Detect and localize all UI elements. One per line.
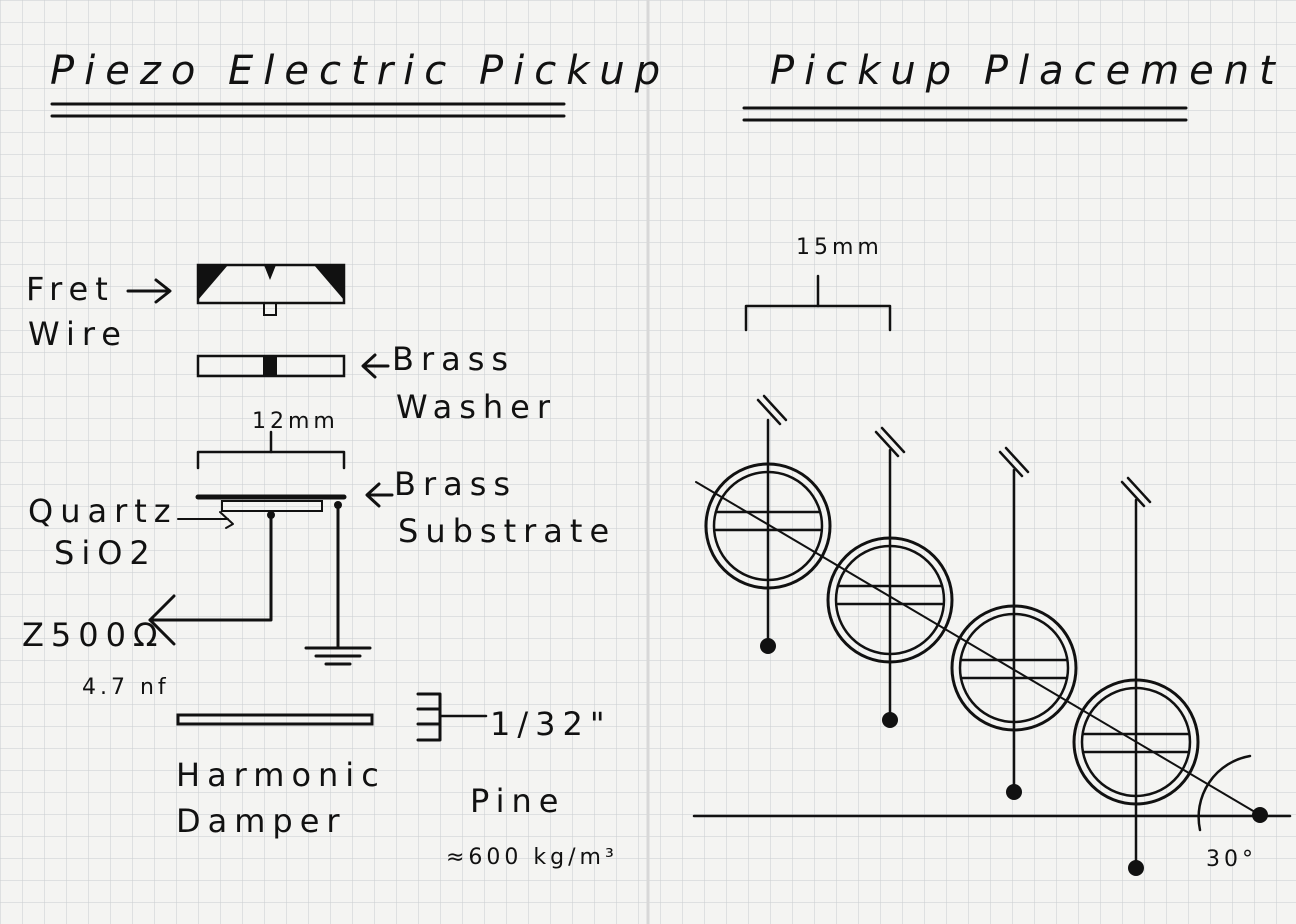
brass-substrate-shape [195, 494, 347, 512]
washer-label: Washer [396, 388, 557, 426]
impedance-label: Z500Ω [22, 616, 164, 654]
fret-label: Fret [26, 270, 115, 308]
quartz-label: Quartz [28, 492, 178, 530]
ground-symbol [304, 646, 372, 666]
brass-label-2: Brass [394, 465, 517, 503]
pine-density-label: ≈600 kg/m³ [446, 845, 618, 870]
pine-thickness-symbol [416, 692, 488, 742]
wire-label: Wire [28, 315, 128, 353]
dimension-15mm: 15mm [796, 235, 883, 260]
brass-label-1: Brass [392, 340, 515, 378]
angle-arc [1197, 754, 1252, 832]
quartz-leader-arrow [219, 511, 234, 529]
dimension-15mm-bracket [744, 274, 892, 332]
sio2-label: SiO2 [54, 534, 157, 572]
string-3 [998, 446, 1030, 800]
dimension-12mm: 12mm [252, 409, 339, 434]
string-1 [756, 394, 788, 654]
left-page-title: Piezo Electric Pickup [50, 48, 670, 94]
string-4 [1120, 476, 1152, 876]
damper-label: Damper [176, 802, 347, 840]
pickup-1 [704, 462, 832, 590]
capacitance-label: 4.7 nf [82, 675, 170, 700]
fret-wire-shape [196, 263, 346, 316]
pine-label: Pine [470, 782, 565, 820]
pickup-2 [826, 536, 954, 664]
substrate-label: Substrate [398, 512, 616, 550]
substrate-arrow [365, 482, 394, 508]
pickup-4 [1072, 678, 1200, 806]
dimension-12mm-bracket [196, 430, 346, 470]
brass-washer-shape [196, 354, 346, 378]
ground-wire [334, 501, 342, 650]
harmonic-label: Harmonic [176, 756, 386, 794]
pickup-3 [950, 604, 1078, 732]
thickness-label: 1/32" [490, 705, 612, 743]
angle-label: 30° [1206, 847, 1257, 872]
signal-wire [148, 511, 275, 646]
angle-vertex [1252, 807, 1268, 823]
damper-shape [176, 713, 374, 726]
washer-arrow [361, 353, 390, 379]
right-page-title: Pickup Placement [770, 48, 1285, 94]
fret-arrow [126, 278, 172, 304]
placement-diagonal [695, 481, 1261, 816]
